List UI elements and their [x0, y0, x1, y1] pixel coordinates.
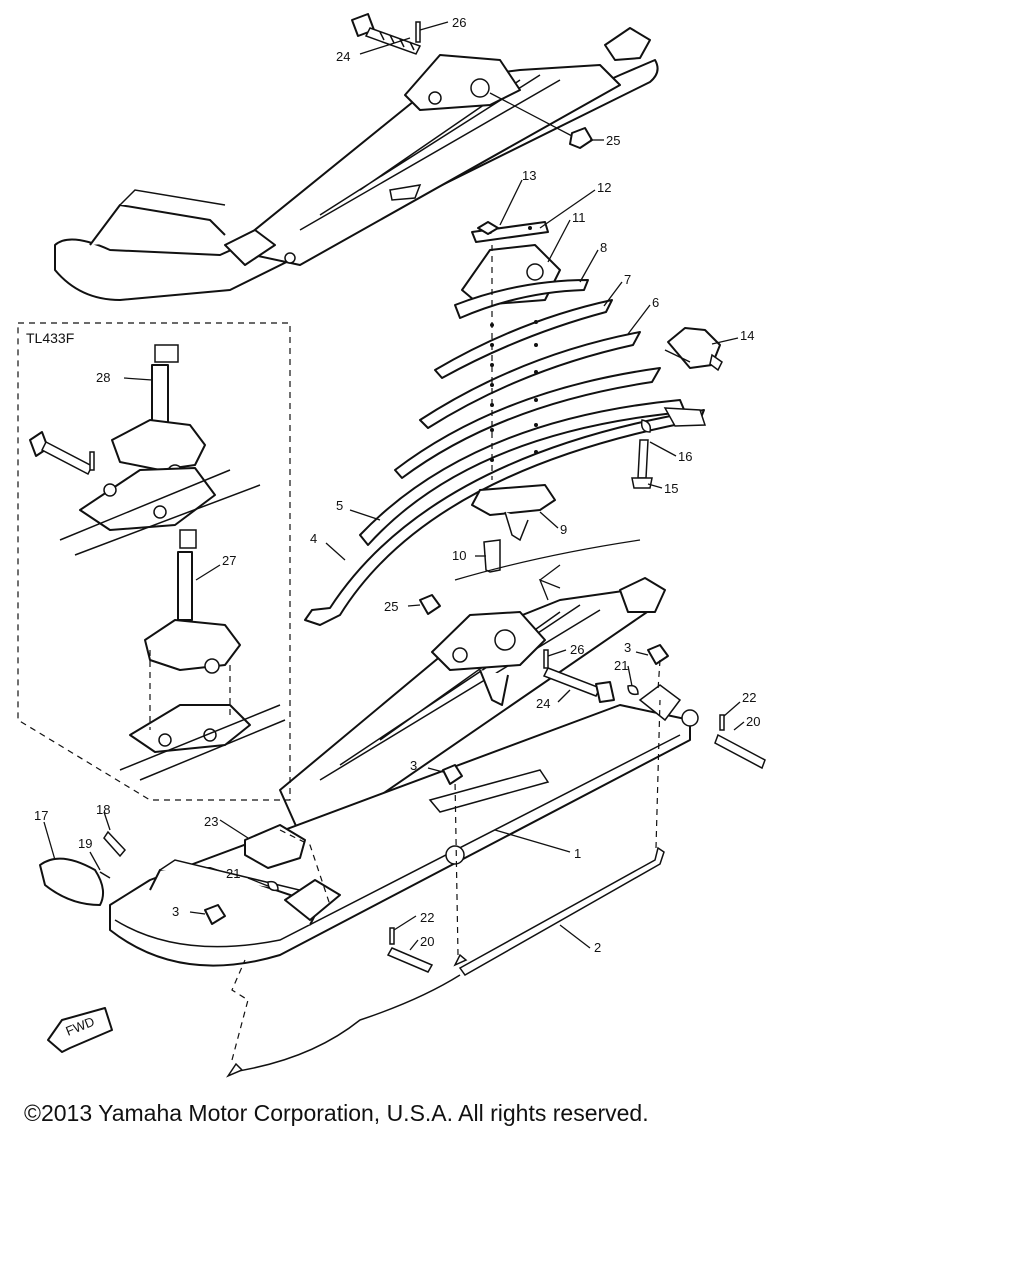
- callout-5: 5: [336, 498, 343, 513]
- top-bolt-group: [351, 13, 593, 149]
- copyright-notice: ©2013 Yamaha Motor Corporation, U.S.A. A…: [24, 1100, 649, 1126]
- callout-2: 2: [594, 940, 601, 955]
- callout-3-right: 3: [624, 640, 631, 655]
- callout-26-main: 26: [570, 642, 584, 657]
- callout-4: 4: [310, 531, 317, 546]
- callout-6: 6: [652, 295, 659, 310]
- callout-12: 12: [597, 180, 611, 195]
- callout-13: 13: [522, 168, 536, 183]
- tl433f-inset: TL433F: [17, 322, 291, 801]
- callout-labels: 26 24 25 13 12 11 8 7 6 14 16 15 9 10 5 …: [34, 15, 760, 955]
- callout-16: 16: [678, 449, 692, 464]
- leaf-spring-stack: [304, 221, 723, 626]
- callout-23: 23: [204, 814, 218, 829]
- callout-25-top: 25: [606, 133, 620, 148]
- callout-11: 11: [572, 210, 586, 225]
- callout-20-right: 20: [746, 714, 760, 729]
- callout-1: 1: [574, 846, 581, 861]
- callout-9: 9: [560, 522, 567, 537]
- callout-8: 8: [600, 240, 607, 255]
- exploded-parts-diagram: FWD TL433F: [17, 13, 766, 1078]
- callout-14: 14: [740, 328, 754, 343]
- callout-26-top: 26: [452, 15, 466, 30]
- callout-21-left: 21: [226, 866, 240, 881]
- main-bolt-group: [204, 594, 766, 973]
- callout-20-left: 20: [420, 934, 434, 949]
- callout-17: 17: [34, 808, 48, 823]
- top-ski-assembly: [54, 27, 659, 301]
- assembly-bracket: [454, 539, 641, 581]
- callout-7: 7: [624, 272, 631, 287]
- callout-leaders: [43, 21, 745, 951]
- callout-28: 28: [96, 370, 110, 385]
- callout-19: 19: [78, 836, 92, 851]
- tie-rod: [225, 699, 665, 1078]
- fwd-arrow: FWD: [47, 1007, 113, 1053]
- callout-22-left: 22: [420, 910, 434, 925]
- diagram-canvas: FWD TL433F: [17, 13, 766, 1078]
- callout-10: 10: [452, 548, 466, 563]
- callout-22-right: 22: [742, 690, 756, 705]
- callout-24-top: 24: [336, 49, 350, 64]
- assembly-lines: [279, 245, 661, 906]
- callout-24-main: 24: [536, 696, 550, 711]
- inset-title: TL433F: [26, 330, 74, 346]
- handle-group: [39, 830, 127, 906]
- main-ski-assembly: [109, 577, 699, 967]
- callout-3-center: 3: [410, 758, 417, 773]
- callout-21-right: 21: [614, 658, 628, 673]
- callout-15: 15: [664, 481, 678, 496]
- callout-3-left: 3: [172, 904, 179, 919]
- callout-27: 27: [222, 553, 236, 568]
- callout-25-main: 25: [384, 599, 398, 614]
- callout-18: 18: [96, 802, 110, 817]
